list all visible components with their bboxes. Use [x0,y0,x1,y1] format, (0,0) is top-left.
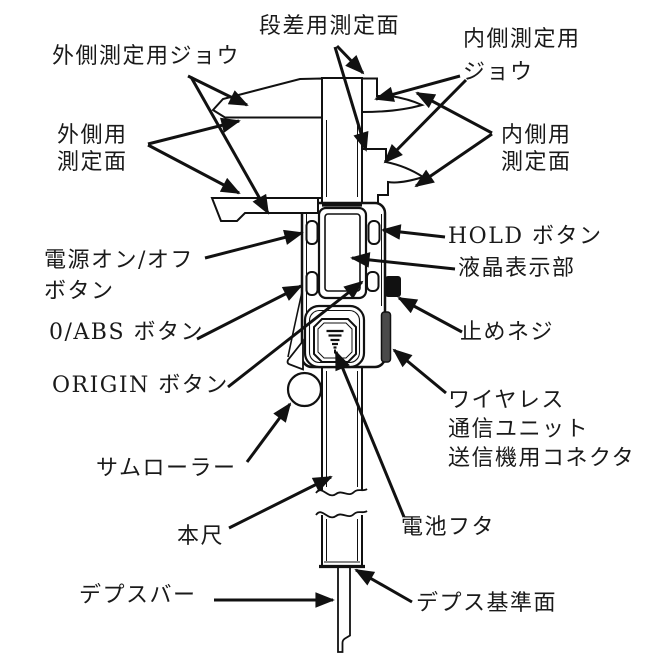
thumb-roller [286,371,323,408]
lcd-display [324,213,361,292]
label-lcd: 液晶表示部 [458,256,576,281]
leader-inside-face-1 [415,91,493,135]
leader-lock-screw [397,296,463,334]
leader-step-face-2 [333,46,369,152]
leader-arrows [147,44,493,608]
label-depth-face: デプス基準面 [416,591,558,616]
leader-inside-jaw-2 [383,78,468,164]
label-outside-jaws: 外側測定用ジョウ [52,44,241,69]
label-inside-jaws: 内側測定用 ジョウ [463,27,581,85]
wireless-connector-cover [380,311,392,363]
beam-break-symbol [315,488,369,519]
leader-lcd [350,252,456,271]
leader-step-face-1 [335,44,365,75]
leader-origin-button [227,280,364,389]
leader-depth-face [354,568,413,604]
label-origin-button: ORIGIN ボタン [52,373,229,398]
leader-hold-button [381,224,446,240]
inside-jaw-movable [361,148,426,204]
leader-wireless-connector [392,348,447,395]
leader-outside-face-1 [147,117,241,146]
leader-battery-cover [334,350,406,518]
leader-main-scale [228,475,333,530]
hold-button [367,220,381,245]
leader-zero-abs-button [196,284,303,341]
label-inside-faces: 内側用 測定面 [501,123,572,175]
outside-jaw-fixed [211,77,323,119]
label-step-faces: 段差用測定面 [259,14,401,39]
depth-bar [337,566,351,653]
origin-button [366,271,380,292]
label-lock-screw: 止めネジ [460,320,555,345]
label-main-scale: 本尺 [177,524,225,549]
lock-screw [385,276,401,297]
battery-cover [303,304,366,369]
leader-inside-face-2 [414,132,493,188]
label-battery-cover: 電池フタ [401,515,496,540]
leader-thumb-roller [245,402,292,463]
label-outside-faces: 外側用 測定面 [57,123,128,175]
leader-outside-jaw-2 [189,76,270,215]
power-button [305,220,319,245]
label-wireless-connector: ワイヤレス 通信ユニット 送信機用コネクタ [448,388,636,471]
label-thumb-roller: サムローラー [96,456,237,481]
thumb-tab [286,338,304,371]
zero-abs-button [305,271,319,296]
label-power-button: 電源オン/オフ ボタン [44,248,194,304]
label-depth-bar: デプスバー [79,583,197,608]
leader-power-button [204,229,304,260]
leader-inside-jaw-1 [374,74,461,102]
leader-outside-jaw-1 [187,74,249,107]
label-zero-abs-button: 0/ABS ボタン [49,320,205,345]
label-hold-button: HOLD ボタン [448,224,603,249]
leader-outside-face-2 [147,143,241,195]
